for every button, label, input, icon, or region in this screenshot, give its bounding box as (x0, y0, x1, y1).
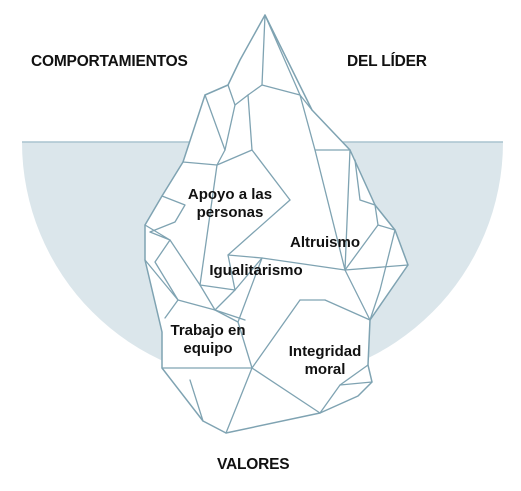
value-line: Trabajo en (170, 322, 246, 339)
value-label-altruismo: Altruismo (280, 234, 370, 252)
value-line: equipo (183, 340, 233, 357)
value-line: moral (304, 361, 346, 378)
value-label-trabajo: Trabajo en equipo (158, 322, 258, 358)
base-label: VALORES (217, 456, 290, 473)
value-line: Apoyo a las (187, 186, 273, 203)
value-label-igualitarismo: Igualitarismo (196, 262, 316, 280)
value-line: personas (196, 204, 264, 221)
value-line: Igualitarismo (209, 262, 303, 279)
value-line: Integridad (288, 343, 362, 360)
value-label-integridad: Integridad moral (275, 343, 375, 379)
header-left-label: COMPORTAMIENTOS (31, 53, 188, 70)
header-right-label: DEL LÍDER (347, 53, 427, 70)
value-line: Altruismo (289, 234, 360, 251)
iceberg-facets (144, 14, 409, 434)
value-label-apoyo: Apoyo a las personas (180, 186, 280, 222)
